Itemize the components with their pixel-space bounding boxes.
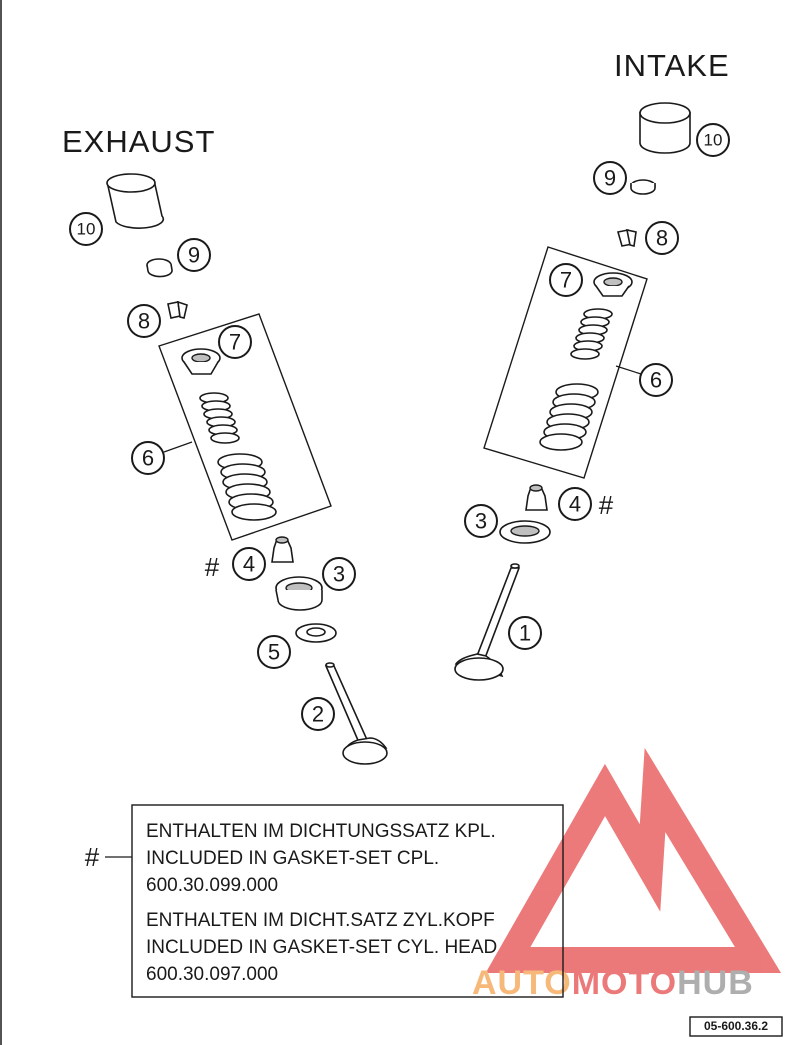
note-line-4: ENTHALTEN IM DICHT.SATZ ZYL.KOPF [146,910,495,931]
exhaust-inner-spring [199,392,240,444]
exhaust-bucket-tappet [106,173,165,229]
callout-circle-intake-6 [639,363,673,397]
note-line-5: INCLUDED IN GASKET-SET CYL. HEAD [146,937,497,958]
callout-circle-exhaust-5 [257,635,291,669]
callout-circle-exhaust-7 [218,325,252,359]
callout-exhaust-2: 2 [312,702,324,727]
exhaust-outer-spring [217,453,277,521]
note-hash-marker: # [85,842,100,872]
callout-exhaust-9: 9 [188,243,200,268]
intake-valve [454,563,521,681]
callout-exhaust-8: 8 [138,309,150,334]
leader-intake-6 [615,365,642,375]
callout-exhaust-3: 3 [333,562,345,587]
intake-gasket-hash: # [599,490,614,520]
note-line-1: ENTHALTEN IM DICHTUNGSSATZ KPL. [146,821,496,842]
intake-valve-stem-seal [525,484,548,511]
intake-spring-seat [499,520,551,544]
intake-spring-retainer [593,272,633,297]
drawing-ref-number: 05-600.36.2 [704,1019,768,1033]
intake-outer-spring [539,383,599,451]
exhaust-spring-retainer [181,348,221,375]
intake-valve-keepers [616,228,637,247]
logo-text-hub: HUB [677,964,754,1002]
callout-intake-7: 7 [560,268,572,293]
callout-circle-exhaust-9 [177,238,211,272]
callout-exhaust-10: 10 [77,220,96,239]
callout-circle-intake-1 [508,616,542,650]
exhaust-gasket-hash: # [205,552,220,582]
gasket-note-box [131,804,564,998]
callout-circle-exhaust-3 [322,557,356,591]
callout-circle-intake-10 [696,123,730,157]
callout-intake-10: 10 [704,131,723,150]
callout-circle-intake-4 [558,487,592,521]
callout-circle-exhaust-6 [131,441,165,475]
callout-exhaust-7: 7 [229,330,241,355]
intake-bucket-tappet [639,102,691,154]
intake-spring-group-box [483,246,648,479]
callout-circle-exhaust-8 [127,304,161,338]
callout-exhaust-5: 5 [268,640,280,665]
exhaust-valve [324,662,388,765]
callout-circle-intake-3 [464,504,498,538]
callout-exhaust-6: 6 [142,446,154,471]
intake-inner-spring [570,308,613,360]
callout-intake-4: 4 [569,492,581,517]
automotohub-logo: AUTOMOTOHUB [472,747,782,1002]
callout-intake-3: 3 [475,509,487,534]
intake-shim [630,179,656,195]
logo-text: AUTOMOTOHUB [472,964,754,1002]
callout-circle-exhaust-4 [232,547,266,581]
exhaust-shim [146,258,173,278]
logo-text-auto: AUTO [472,964,572,1002]
callout-circle-intake-8 [645,221,679,255]
leader-exhaust-6 [163,441,193,453]
exhaust-valve-keepers [167,300,188,319]
callout-circle-intake-7 [549,263,583,297]
callout-intake-1: 1 [519,621,531,646]
note-line-2: INCLUDED IN GASKET-SET CPL. [146,848,439,869]
note-line-3: 600.30.099.000 [146,875,278,896]
logo-text-moto: MOTO [572,964,677,1002]
callout-intake-8: 8 [656,226,668,251]
exhaust-shim-washer [295,623,337,643]
intake-title: INTAKE [614,48,730,83]
exhaust-valve-stem-seal [271,536,294,563]
exhaust-spring-seat [275,576,323,611]
callout-intake-6: 6 [650,368,662,393]
exhaust-spring-group-box [158,313,332,541]
callout-circle-intake-9 [593,161,627,195]
callout-circle-exhaust-2 [301,697,335,731]
note-line-6: 600.30.097.000 [146,964,278,985]
callout-exhaust-4: 4 [243,552,255,577]
callout-intake-9: 9 [604,166,616,191]
exhaust-title: EXHAUST [62,124,215,159]
drawing-ref-box [689,1016,783,1037]
callout-circle-exhaust-10 [69,212,103,246]
